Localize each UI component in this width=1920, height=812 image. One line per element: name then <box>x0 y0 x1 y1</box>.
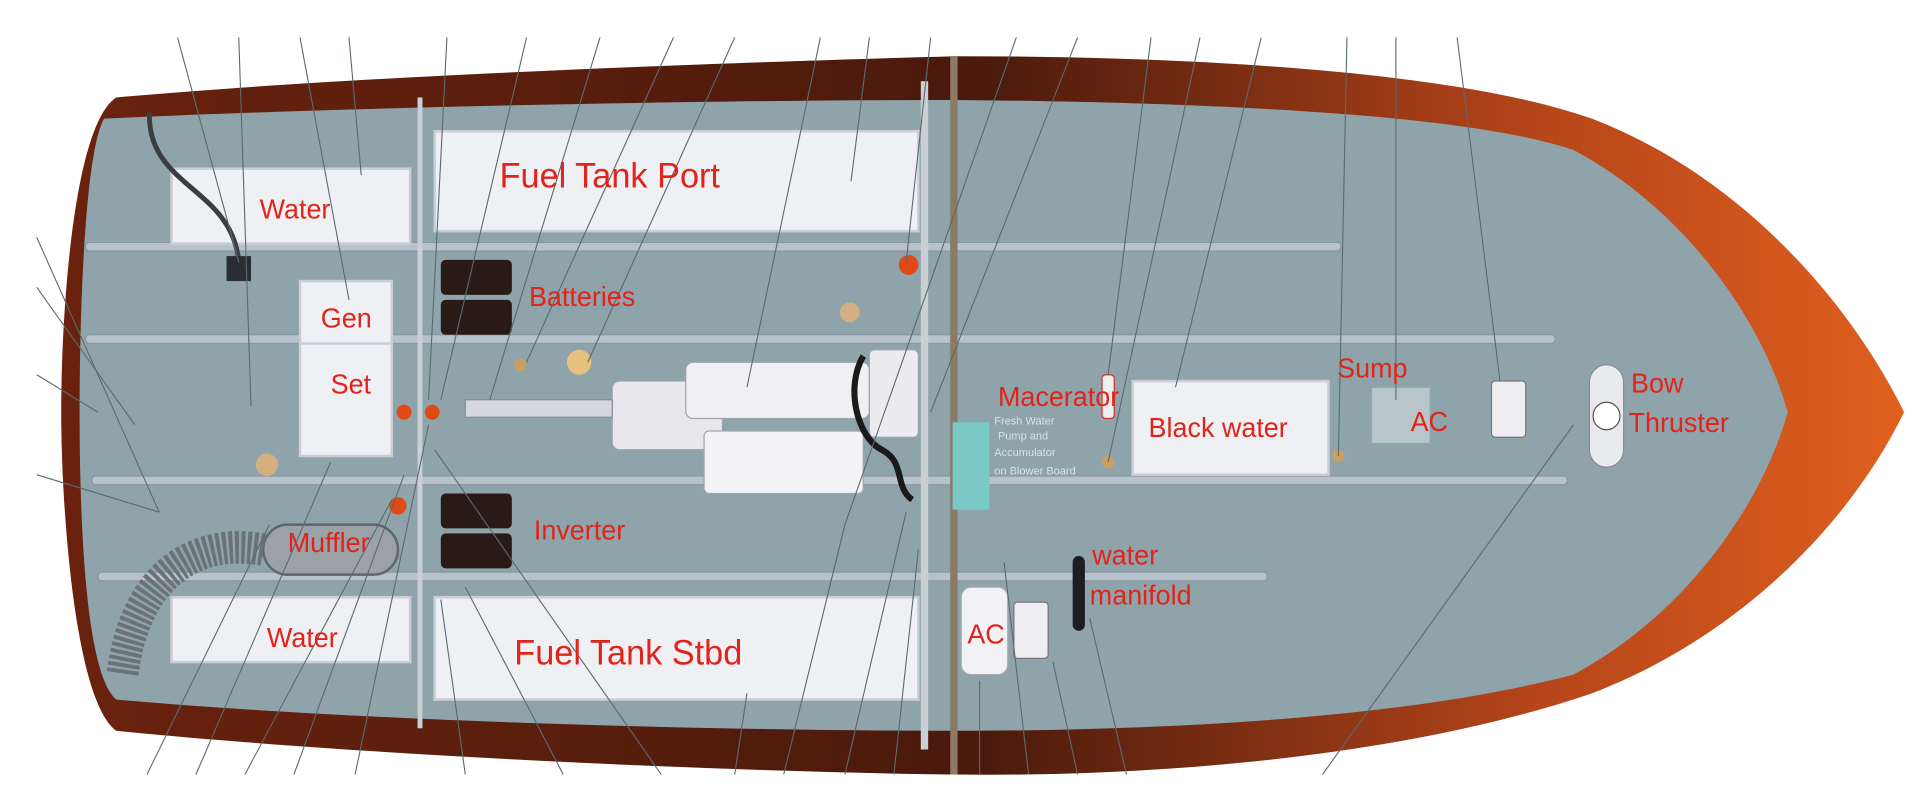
label-fresh-water-pump: Pump and <box>998 431 1048 443</box>
label-fresh-water-pump: Accumulator <box>994 447 1055 459</box>
label-fuel-tank-port: Fuel Tank Port <box>500 157 721 195</box>
leader-lines <box>36 37 1574 775</box>
strainer <box>226 256 252 282</box>
black-water-tank <box>1131 379 1330 476</box>
label-macerator: Macerator <box>998 381 1119 412</box>
label-black-water: Black water <box>1149 412 1288 443</box>
ac-unit-aft <box>960 586 1009 676</box>
macerator-pump <box>1101 374 1115 420</box>
exhaust-hose <box>106 531 267 677</box>
label-water-manifold: water <box>1091 539 1158 570</box>
bulkhead-post <box>417 97 423 729</box>
valve-markers <box>255 254 1345 515</box>
label-sump: Sump <box>1337 352 1407 383</box>
ac-pump-forward <box>1490 380 1527 438</box>
label-fresh-water-pump: on Blower Board <box>994 466 1075 478</box>
bulkhead-post <box>920 81 929 750</box>
label-thruster: Thruster <box>1629 407 1729 438</box>
label-ac-aft: AC <box>967 618 1004 649</box>
ac-unit-forward <box>1370 386 1431 445</box>
water-manifold <box>1072 555 1085 631</box>
rail <box>97 571 1268 582</box>
ac-pump-aft <box>1013 601 1049 659</box>
label-gen: Gen <box>321 302 372 333</box>
label-batteries: Batteries <box>529 281 635 312</box>
label-water-manifold: manifold <box>1090 579 1192 610</box>
fuel-tank-port <box>433 129 920 233</box>
label-set: Set <box>331 368 372 399</box>
label-fresh-water-pump: Fresh Water <box>994 416 1054 428</box>
label-inverter: Inverter <box>534 514 625 545</box>
bulkhead-seam <box>950 56 958 775</box>
label-water-stbd: Water <box>267 622 338 653</box>
engine <box>464 349 919 503</box>
label-muffler: Muffler <box>288 527 370 558</box>
blower-board <box>952 422 990 510</box>
label-water-port: Water <box>260 193 331 224</box>
label-fuel-tank-stbd: Fuel Tank Stbd <box>514 634 742 672</box>
label-bow: Bow <box>1631 367 1684 398</box>
water-tank-stbd <box>170 595 412 664</box>
muffler <box>262 523 400 576</box>
inverter <box>440 493 512 569</box>
gen-hose <box>146 112 242 263</box>
label-ac-forward: AC <box>1411 406 1448 437</box>
